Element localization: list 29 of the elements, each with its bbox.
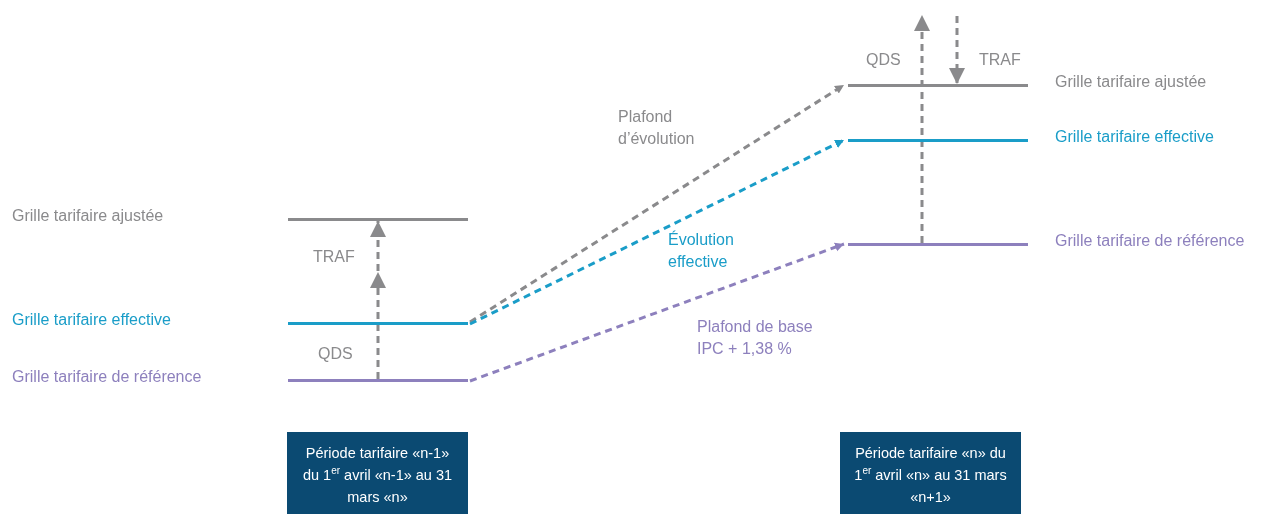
level-line	[288, 218, 468, 221]
period-text: Période tarifaire «n-1» du 1$^{er}$ avril «n-1» au 31 mars «n»	[301, 444, 454, 507]
level-line	[848, 139, 1028, 142]
period-text: Période tarifaire «n» du 1$^{er}$ avril «n» au 31 mars «n+1»	[853, 444, 1008, 507]
level-line	[288, 322, 468, 325]
period-box	[840, 432, 1021, 514]
level-label: Grille tarifaire de référence	[1055, 231, 1245, 251]
level-line	[288, 379, 468, 382]
period-box	[287, 432, 468, 514]
arrow-label: TRAF	[313, 247, 355, 267]
level-label: Grille tarifaire ajustée	[12, 206, 164, 226]
level-label: Grille tarifaire ajustée	[1055, 72, 1207, 92]
arrow-label: QDS	[866, 50, 901, 70]
level-line	[848, 243, 1028, 246]
dashed-arrow	[370, 221, 386, 379]
edge-label: Plafond de base IPC + 1,38 %	[697, 317, 814, 359]
dashed-arrow	[469, 138, 845, 326]
arrow-label: QDS	[318, 344, 353, 364]
level-line	[848, 84, 1028, 87]
level-label: Grille tarifaire de référence	[12, 367, 202, 387]
dashed-arrow	[914, 15, 930, 243]
dashed-arrow	[949, 16, 965, 84]
arrow-label: TRAF	[979, 50, 1021, 70]
level-label: Grille tarifaire effective	[1055, 127, 1214, 147]
dashed-arrow	[469, 83, 845, 324]
dashed-arrow	[469, 242, 845, 383]
level-label: Grille tarifaire effective	[12, 310, 171, 330]
edge-label: Plafond d’évolution	[618, 107, 696, 149]
edge-label: Évolution effective	[668, 229, 735, 272]
